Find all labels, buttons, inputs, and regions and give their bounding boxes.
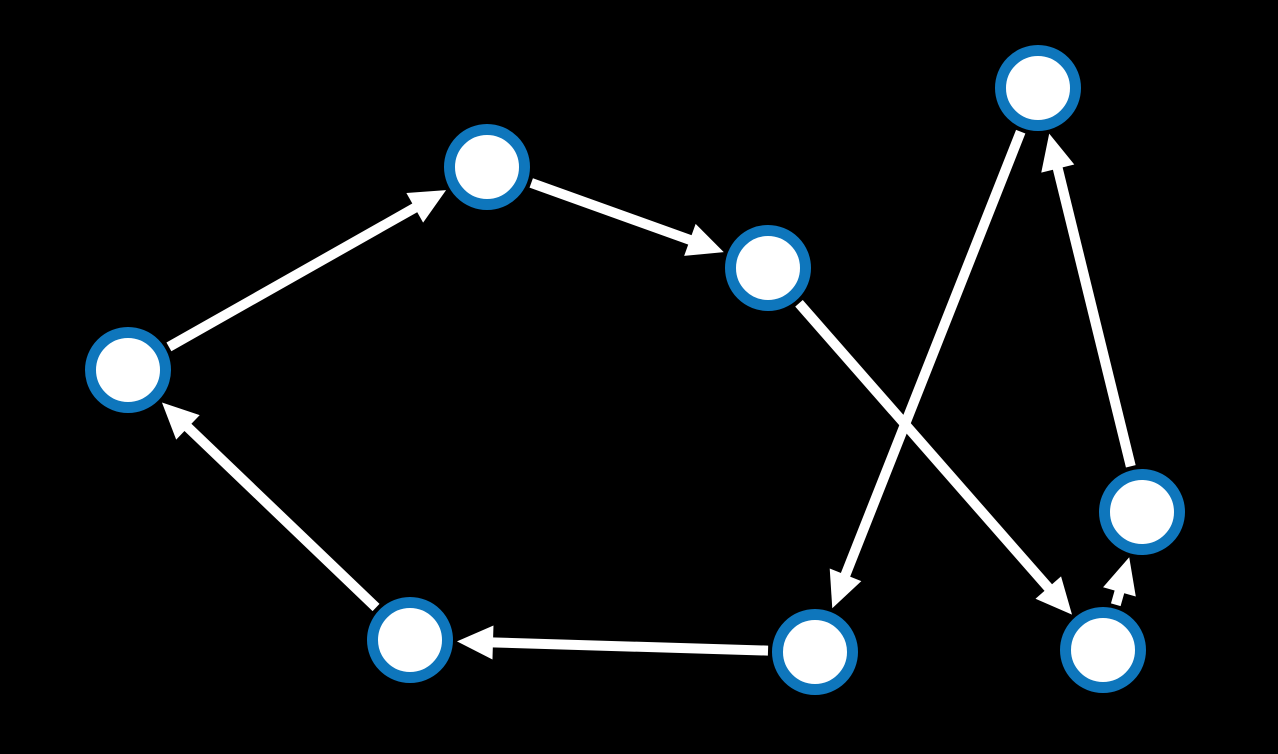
graph-edge[interactable] (166, 190, 447, 352)
edge-line (490, 637, 769, 656)
edge-line (529, 178, 694, 246)
graph-edge[interactable] (1041, 133, 1136, 468)
graph-edge[interactable] (795, 300, 1073, 615)
graph-edge[interactable] (456, 625, 769, 660)
edge-arrowhead-icon (406, 190, 447, 223)
node-circle (1060, 607, 1146, 693)
edge-arrowhead-icon (161, 402, 200, 440)
graph-node[interactable] (367, 597, 453, 683)
graph-edge[interactable] (1103, 557, 1136, 607)
edge-line (1052, 165, 1136, 468)
graph-edge[interactable] (529, 178, 724, 256)
edge-arrowhead-icon (1035, 576, 1073, 615)
node-circle (1099, 469, 1185, 555)
graph-node[interactable] (444, 124, 530, 210)
graph-node[interactable] (1060, 607, 1146, 693)
node-circle (85, 327, 171, 413)
edge-arrowhead-icon (684, 223, 724, 256)
node-circle (772, 609, 858, 695)
edge-line (840, 129, 1026, 579)
edge-arrowhead-icon (456, 625, 494, 660)
graph-node[interactable] (1099, 469, 1185, 555)
graph-node[interactable] (772, 609, 858, 695)
edge-line (166, 202, 419, 352)
edge-arrowhead-icon (829, 568, 862, 609)
node-circle (725, 225, 811, 311)
node-circle (444, 124, 530, 210)
graph-node[interactable] (995, 45, 1081, 131)
node-circle (995, 45, 1081, 131)
graph-edge[interactable] (161, 402, 380, 612)
graph-node[interactable] (85, 327, 171, 413)
graph-node[interactable] (725, 225, 811, 311)
graph-edge[interactable] (829, 129, 1026, 609)
nodes-layer (85, 45, 1185, 695)
edge-arrowhead-icon (1041, 133, 1075, 173)
node-circle (367, 597, 453, 683)
edge-line (183, 422, 380, 612)
edge-line (1110, 588, 1125, 607)
edge-arrowhead-icon (1103, 557, 1136, 597)
edges-layer (161, 129, 1136, 660)
edge-line (795, 300, 1054, 593)
